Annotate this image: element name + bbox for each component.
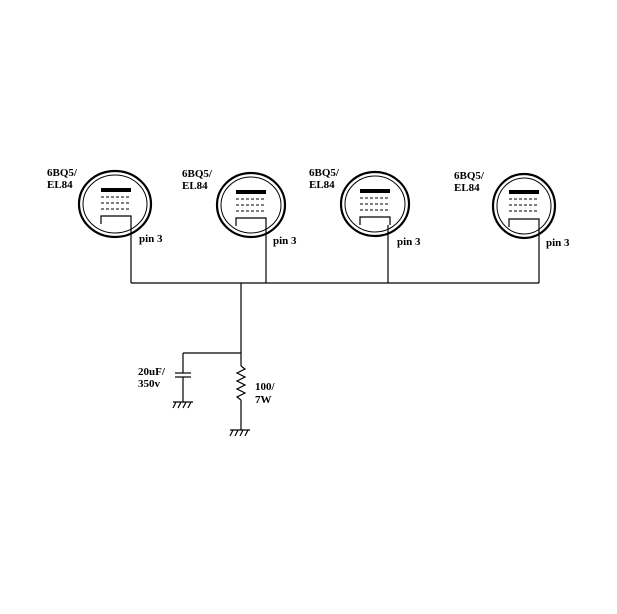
resistor-value-line2: 7W	[255, 394, 272, 406]
resistor-value-line1: 100/	[255, 381, 276, 393]
tube-4-plate	[509, 190, 539, 194]
tube-1-grids	[101, 196, 131, 210]
tube-2-envelope	[215, 171, 287, 239]
tube-4-grids	[509, 198, 539, 212]
tube-2: 6BQ5/ EL84 pin 3	[182, 168, 297, 283]
tube-2-grids	[236, 198, 266, 212]
tube-4-type-line2: EL84	[454, 182, 480, 194]
tube-2-pin-label: pin 3	[273, 235, 297, 247]
tube-1-cathode	[100, 215, 132, 224]
tube-4: 6BQ5/ EL84 pin 3	[454, 170, 570, 283]
tube-1: 6BQ5/ EL84 pin 3	[47, 167, 163, 283]
tube-4-type-line1: 6BQ5/	[454, 170, 485, 182]
tube-1-pin-label: pin 3	[139, 233, 163, 245]
tube-3-envelope	[339, 170, 411, 238]
tube-3-pin-label: pin 3	[397, 236, 421, 248]
tube-2-envelope-inner	[220, 176, 282, 234]
tube-3-plate	[360, 189, 390, 193]
cathode-resistor: 100/ 7W	[229, 353, 276, 437]
tube-4-envelope	[491, 172, 557, 240]
resistor-zigzag	[235, 365, 247, 401]
tube-2-type-line2: EL84	[182, 180, 208, 192]
tube-3-grids	[360, 197, 390, 211]
tube-3-type-line1: 6BQ5/	[309, 167, 340, 179]
tube-1-type-line2: EL84	[47, 179, 73, 191]
tube-2-type-line1: 6BQ5/	[182, 168, 213, 180]
tube-1-type-line1: 6BQ5/	[47, 167, 78, 179]
tube-3-cathode	[359, 216, 391, 225]
capacitor-ground-icon	[172, 401, 193, 409]
resistor-ground-icon	[229, 429, 250, 437]
tube-2-cathode	[235, 217, 267, 226]
capacitor-value-line1: 20uF/	[138, 366, 166, 378]
tube-1-envelope-inner	[82, 174, 148, 234]
tube-3-type-line2: EL84	[309, 179, 335, 191]
tube-3-envelope-inner	[344, 175, 406, 233]
tube-4-pin-label: pin 3	[546, 237, 570, 249]
tube-1-envelope	[77, 169, 153, 239]
tube-1-plate	[101, 188, 131, 192]
tube-3: 6BQ5/ EL84 pin 3	[309, 167, 421, 283]
bypass-capacitor: 20uF/ 350v	[138, 353, 193, 409]
tube-4-envelope-inner	[496, 177, 552, 235]
tube-4-cathode	[508, 218, 540, 227]
tube-2-plate	[236, 190, 266, 194]
capacitor-value-line2: 350v	[138, 378, 161, 390]
